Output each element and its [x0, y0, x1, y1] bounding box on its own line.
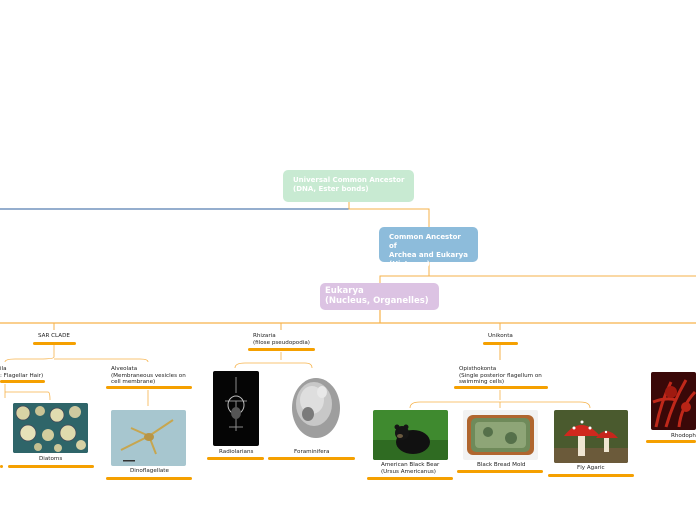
accent-bar — [0, 465, 3, 468]
opisthokonta-label[interactable]: Opisthokonta (Single posterior flagellum… — [459, 366, 542, 386]
bread-mold-image — [463, 410, 538, 460]
connector-line — [0, 310, 696, 324]
accent-bar — [8, 465, 94, 468]
accent-bar — [457, 470, 543, 473]
radiolarians-image — [213, 371, 259, 446]
fly-agaric-label[interactable]: Fly Agaric — [577, 465, 605, 471]
accent-bar — [367, 477, 453, 480]
accent-bar — [646, 440, 696, 443]
accent-bar — [33, 342, 76, 345]
luca-node[interactable]: Universal Common Ancestor (DNA, Ester bo… — [283, 170, 414, 202]
foraminifera-label[interactable]: Foraminifera — [294, 449, 330, 455]
rhodophyta-image — [651, 372, 696, 430]
connector-line — [53, 323, 501, 330]
connector-line — [348, 202, 430, 227]
connector-line — [379, 262, 430, 283]
diatoms-image — [13, 403, 88, 453]
connector-line — [234, 352, 313, 369]
dinoflagellate-image — [111, 410, 186, 466]
connector-line — [409, 390, 591, 409]
accent-bar — [0, 380, 45, 383]
connector-line — [4, 345, 149, 363]
accent-bar — [248, 348, 315, 351]
dinoflagellate-label[interactable]: Dinoflagellate — [130, 468, 169, 474]
accent-bar — [106, 477, 192, 480]
connector-line — [4, 384, 51, 401]
accent-bar — [483, 342, 518, 345]
fly-agaric-image — [554, 410, 628, 463]
alveolata-label[interactable]: Alveolata (Membraneous vesicles on cell … — [111, 366, 186, 386]
black-bear-label[interactable]: American Black Bear (Ursus Americanus) — [381, 462, 440, 475]
diatoms-label[interactable]: Diatoms — [39, 456, 63, 462]
rhodophyta-label[interactable]: Rhodoph — [671, 433, 696, 439]
bread-mold-label[interactable]: Black Bread Mold — [477, 462, 526, 468]
radiolarians-label[interactable]: Radiolarians — [219, 449, 254, 455]
accent-bar — [207, 457, 264, 460]
black-bear-image — [373, 410, 448, 460]
connector-line — [428, 262, 696, 277]
archea-eukarya-node[interactable]: Common Ancestor of Archea and Eukarya (H… — [379, 227, 478, 268]
accent-bar — [454, 386, 548, 389]
unikonta-label[interactable]: Unikonta — [488, 333, 513, 339]
stramenopila-label[interactable]: ila : Flagellar Hair) — [0, 366, 44, 379]
rhizaria-label[interactable]: Rhizaria (filose pseudopodia) — [253, 333, 310, 346]
accent-bar — [106, 386, 192, 389]
foraminifera-image — [284, 370, 344, 445]
eukarya-node[interactable]: Eukarya (Nucleus, Organelles) — [320, 283, 439, 310]
accent-bar — [548, 474, 634, 477]
accent-bar — [268, 457, 355, 460]
sar-clade-label[interactable]: SAR CLADE — [38, 333, 70, 339]
connector-line — [0, 202, 350, 210]
